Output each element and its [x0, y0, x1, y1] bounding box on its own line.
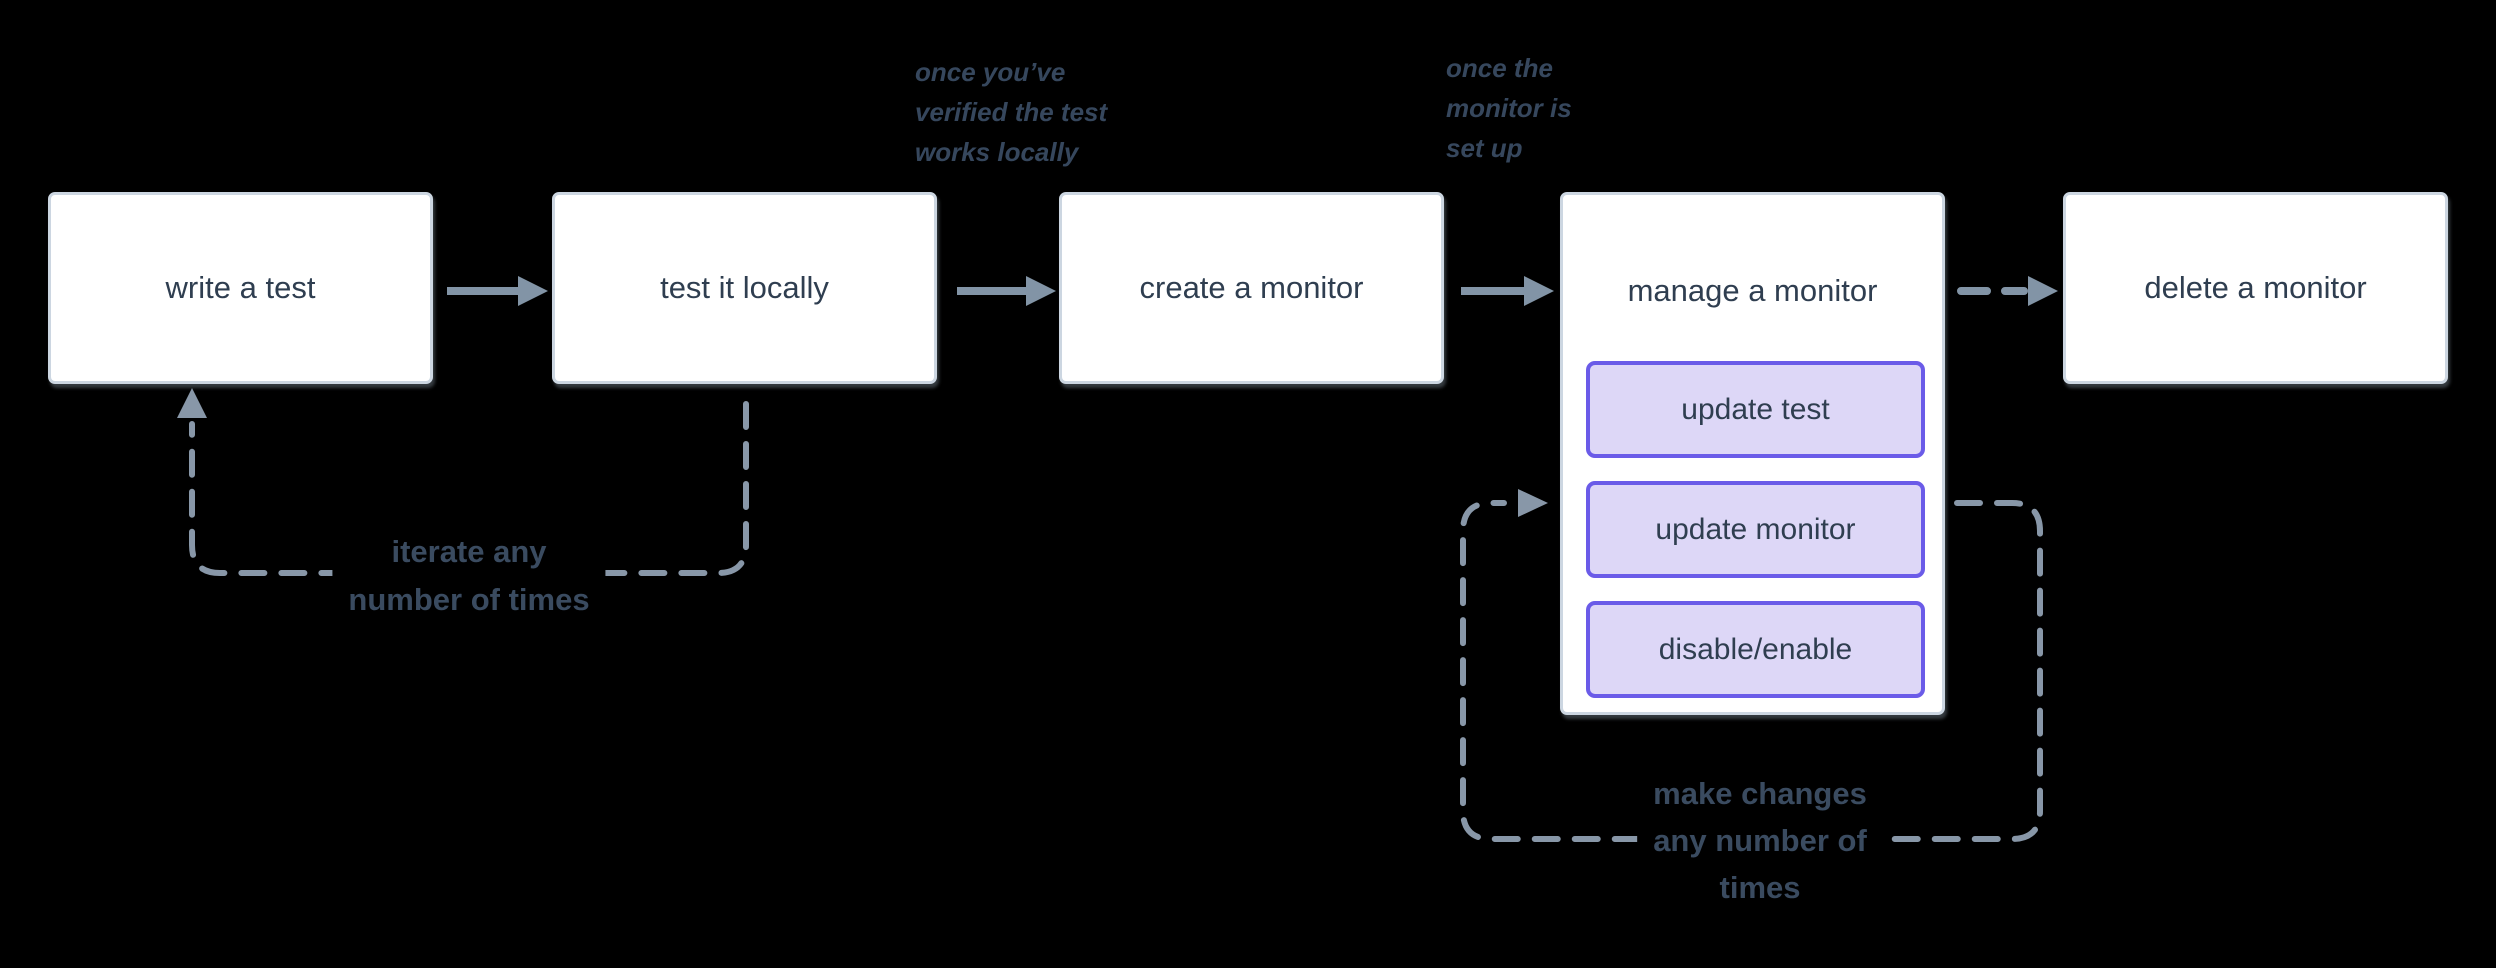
annotation-line: works locally — [915, 137, 1079, 167]
loop-label-line: iterate any — [391, 534, 547, 569]
arrow-test-to-create — [957, 276, 1056, 306]
annotation-line: monitor is — [1446, 93, 1572, 123]
node-title: manage a monitor — [1563, 195, 1942, 387]
flow-node-manage-a-monitor: manage a monitor update test update moni… — [1560, 192, 1945, 715]
dashed-arrow-manage-to-delete — [1957, 276, 2058, 306]
sub-action-label: disable/enable — [1658, 632, 1853, 666]
sub-action-update-monitor: update monitor — [1586, 481, 1925, 578]
arrow-write-to-test — [447, 276, 548, 306]
arrow-create-to-manage — [1461, 276, 1554, 306]
loop-label-line: make changes — [1653, 776, 1867, 811]
node-label: test it locally — [660, 270, 829, 305]
annotation-line: verified the test — [915, 97, 1108, 127]
arrow-up-icon — [177, 388, 207, 418]
node-label: delete a monitor — [2144, 270, 2367, 305]
arrow-right-icon — [1524, 276, 1554, 306]
loop-label-make-changes: make changes any number of times — [1637, 766, 1883, 915]
flow-node-test-it-locally: test it locally — [552, 192, 937, 384]
arrow-right-icon — [2028, 276, 2058, 306]
arrow-right-icon — [1518, 489, 1548, 517]
sub-action-label: update test — [1681, 392, 1830, 426]
iterate-loop — [177, 388, 749, 576]
annotation-line: once the — [1446, 53, 1553, 83]
annotation-once-verified: once you’ve verified the test works loca… — [915, 52, 1107, 172]
sub-action-label: update monitor — [1655, 512, 1856, 546]
node-label: create a monitor — [1139, 270, 1364, 305]
sub-action-disable-enable: disable/enable — [1586, 601, 1925, 698]
arrow-right-icon — [1026, 276, 1056, 306]
flow-node-delete-a-monitor: delete a monitor — [2063, 192, 2448, 384]
annotation-line: set up — [1446, 133, 1523, 163]
loop-label-line: times — [1719, 870, 1801, 905]
sub-action-update-test: update test — [1586, 361, 1925, 458]
loop-label-iterate: iterate any number of times — [332, 524, 606, 628]
flow-node-create-a-monitor: create a monitor — [1059, 192, 1444, 384]
annotation-line: once you’ve — [915, 57, 1066, 87]
loop-label-line: number of times — [348, 582, 590, 617]
flow-node-write-a-test: write a test — [48, 192, 433, 384]
node-label: manage a monitor — [1627, 273, 1878, 308]
iterate-loop-path — [189, 401, 749, 576]
loop-label-line: any number of — [1653, 823, 1867, 858]
node-label: write a test — [165, 270, 316, 305]
arrow-right-icon — [518, 276, 548, 306]
annotation-once-set-up: once the monitor is set up — [1446, 48, 1572, 168]
